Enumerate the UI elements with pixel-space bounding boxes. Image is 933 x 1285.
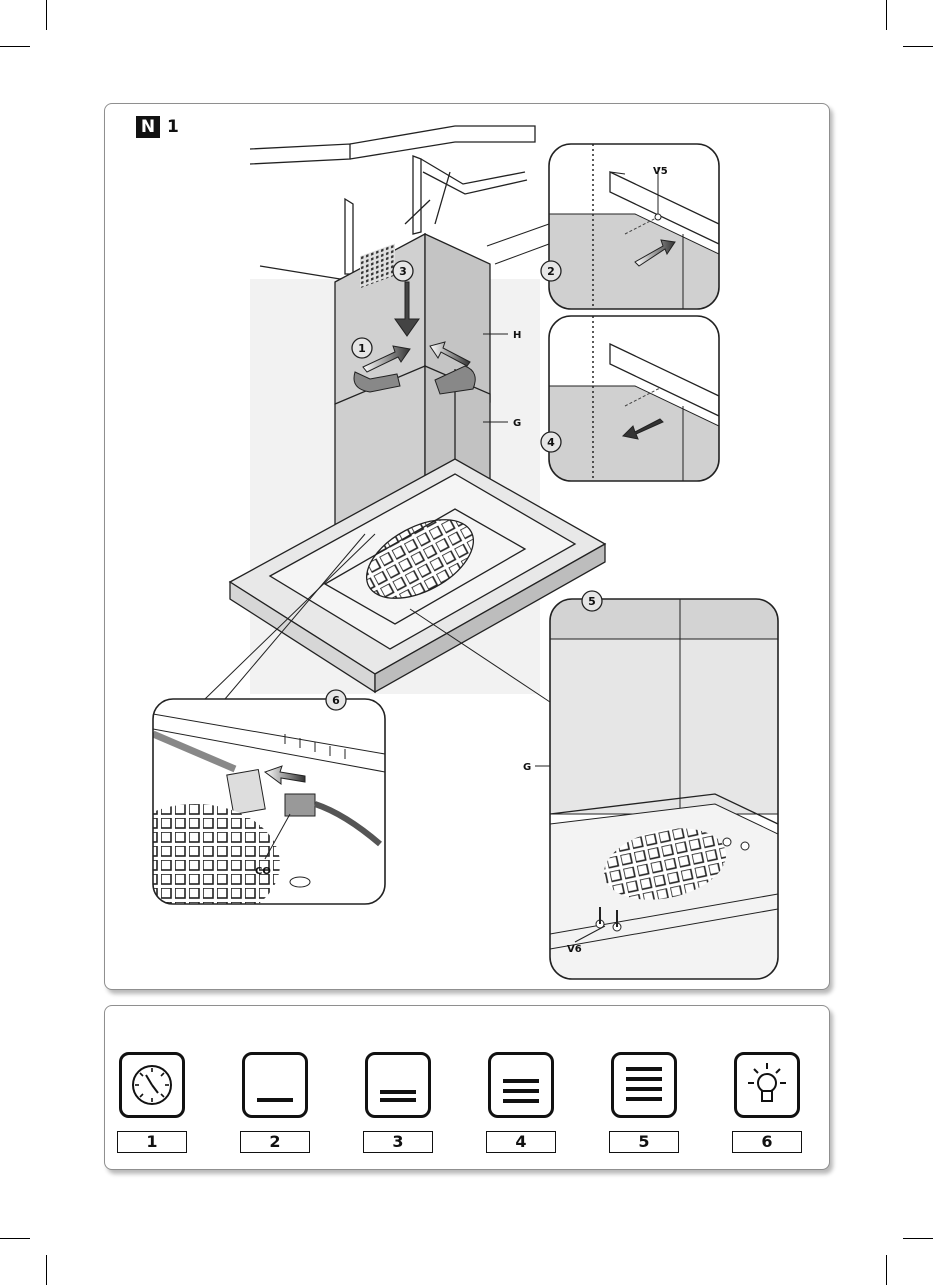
crop-mark <box>903 1238 933 1239</box>
crop-mark <box>0 46 30 47</box>
speed-4-icon <box>611 1052 677 1118</box>
inset-5 <box>550 599 778 979</box>
label-g: G <box>513 418 521 429</box>
inset-2 <box>549 144 719 309</box>
legend-label-5: 5 <box>609 1131 679 1153</box>
crop-mark <box>903 46 933 47</box>
legend-label-2: 2 <box>240 1131 310 1153</box>
speed-2-icon <box>365 1052 431 1118</box>
callout-5: 5 <box>588 595 596 608</box>
crop-mark <box>0 1238 30 1239</box>
inset-4 <box>549 316 719 481</box>
label-co: CO <box>255 866 271 877</box>
label-g-inset: G <box>523 762 531 773</box>
label-h: H <box>513 330 521 341</box>
diagram-drawing: 1 2 3 4 5 6 H G G V5 V6 CO <box>105 104 829 989</box>
speed-3-icon <box>488 1052 554 1118</box>
callout-4: 4 <box>547 436 555 449</box>
speed-1-icon <box>242 1052 308 1118</box>
legend-label-3: 3 <box>363 1131 433 1153</box>
inset-6 <box>110 699 385 924</box>
crop-mark <box>46 1255 47 1285</box>
callout-2: 2 <box>547 265 555 278</box>
callout-3: 3 <box>399 265 407 278</box>
label-v6: V6 <box>567 944 582 955</box>
installation-diagram-panel: N 1 <box>104 103 830 990</box>
legend-label-1: 1 <box>117 1131 187 1153</box>
callout-6: 6 <box>332 694 340 707</box>
legend-label-6: 6 <box>732 1131 802 1153</box>
control-legend-panel: 1 2 3 4 5 <box>104 1005 830 1170</box>
legend-label-4: 4 <box>486 1131 556 1153</box>
crop-mark <box>46 0 47 30</box>
crop-mark <box>886 0 887 30</box>
label-v5: V5 <box>653 166 668 177</box>
light-icon <box>734 1052 800 1118</box>
callout-1: 1 <box>358 342 366 355</box>
timer-icon <box>119 1052 185 1118</box>
crop-mark <box>886 1255 887 1285</box>
